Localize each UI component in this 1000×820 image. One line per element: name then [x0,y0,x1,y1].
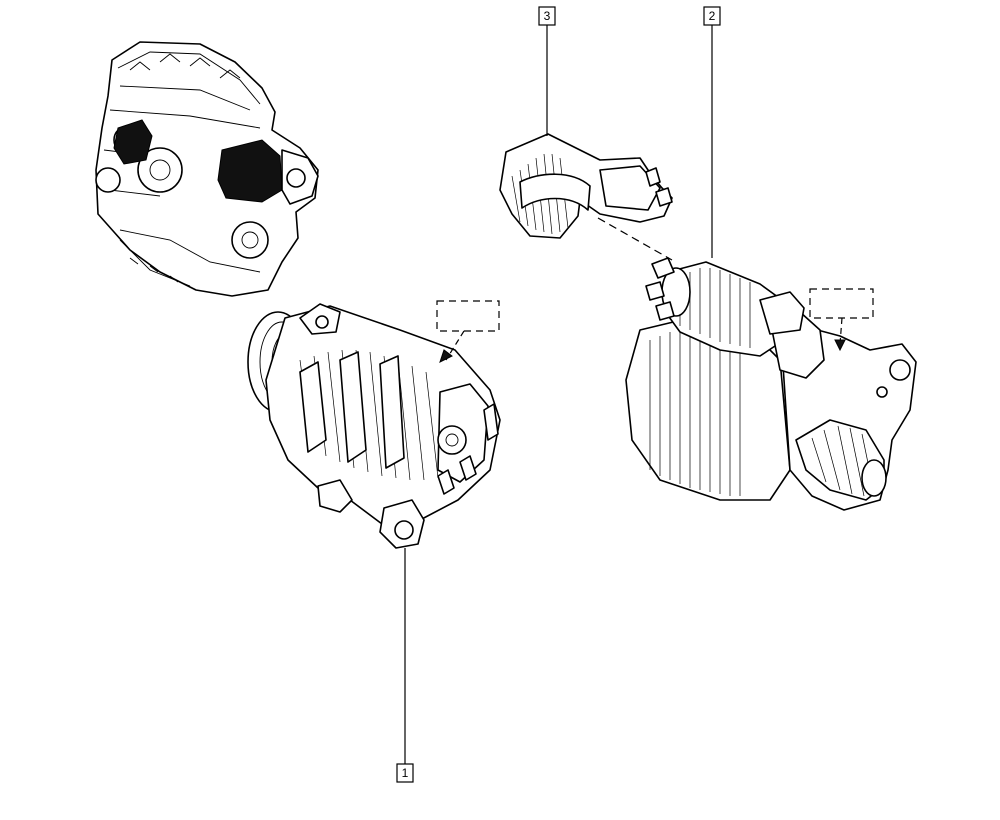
reference-arrowhead-starter [834,339,846,352]
alternator-highlight [113,119,153,165]
reference-box-alternator [436,300,500,332]
alternator [247,303,501,549]
reference-arrowhead-alternator [439,349,453,363]
heat-shield [499,133,673,239]
callout-3: 3 [538,6,556,26]
callout-2-label: 2 [709,9,716,23]
reference-box-starter [809,288,874,319]
callout-1-label: 1 [402,766,409,780]
callout-2: 2 [703,6,721,26]
callout-1: 1 [396,763,414,783]
starter-highlight [217,139,283,203]
starter-motor [625,257,917,511]
callout-3-label: 3 [544,9,551,23]
assembly-dash-line [597,217,673,261]
engine-overview [95,41,319,297]
reference-arrow-alternator [445,330,465,361]
